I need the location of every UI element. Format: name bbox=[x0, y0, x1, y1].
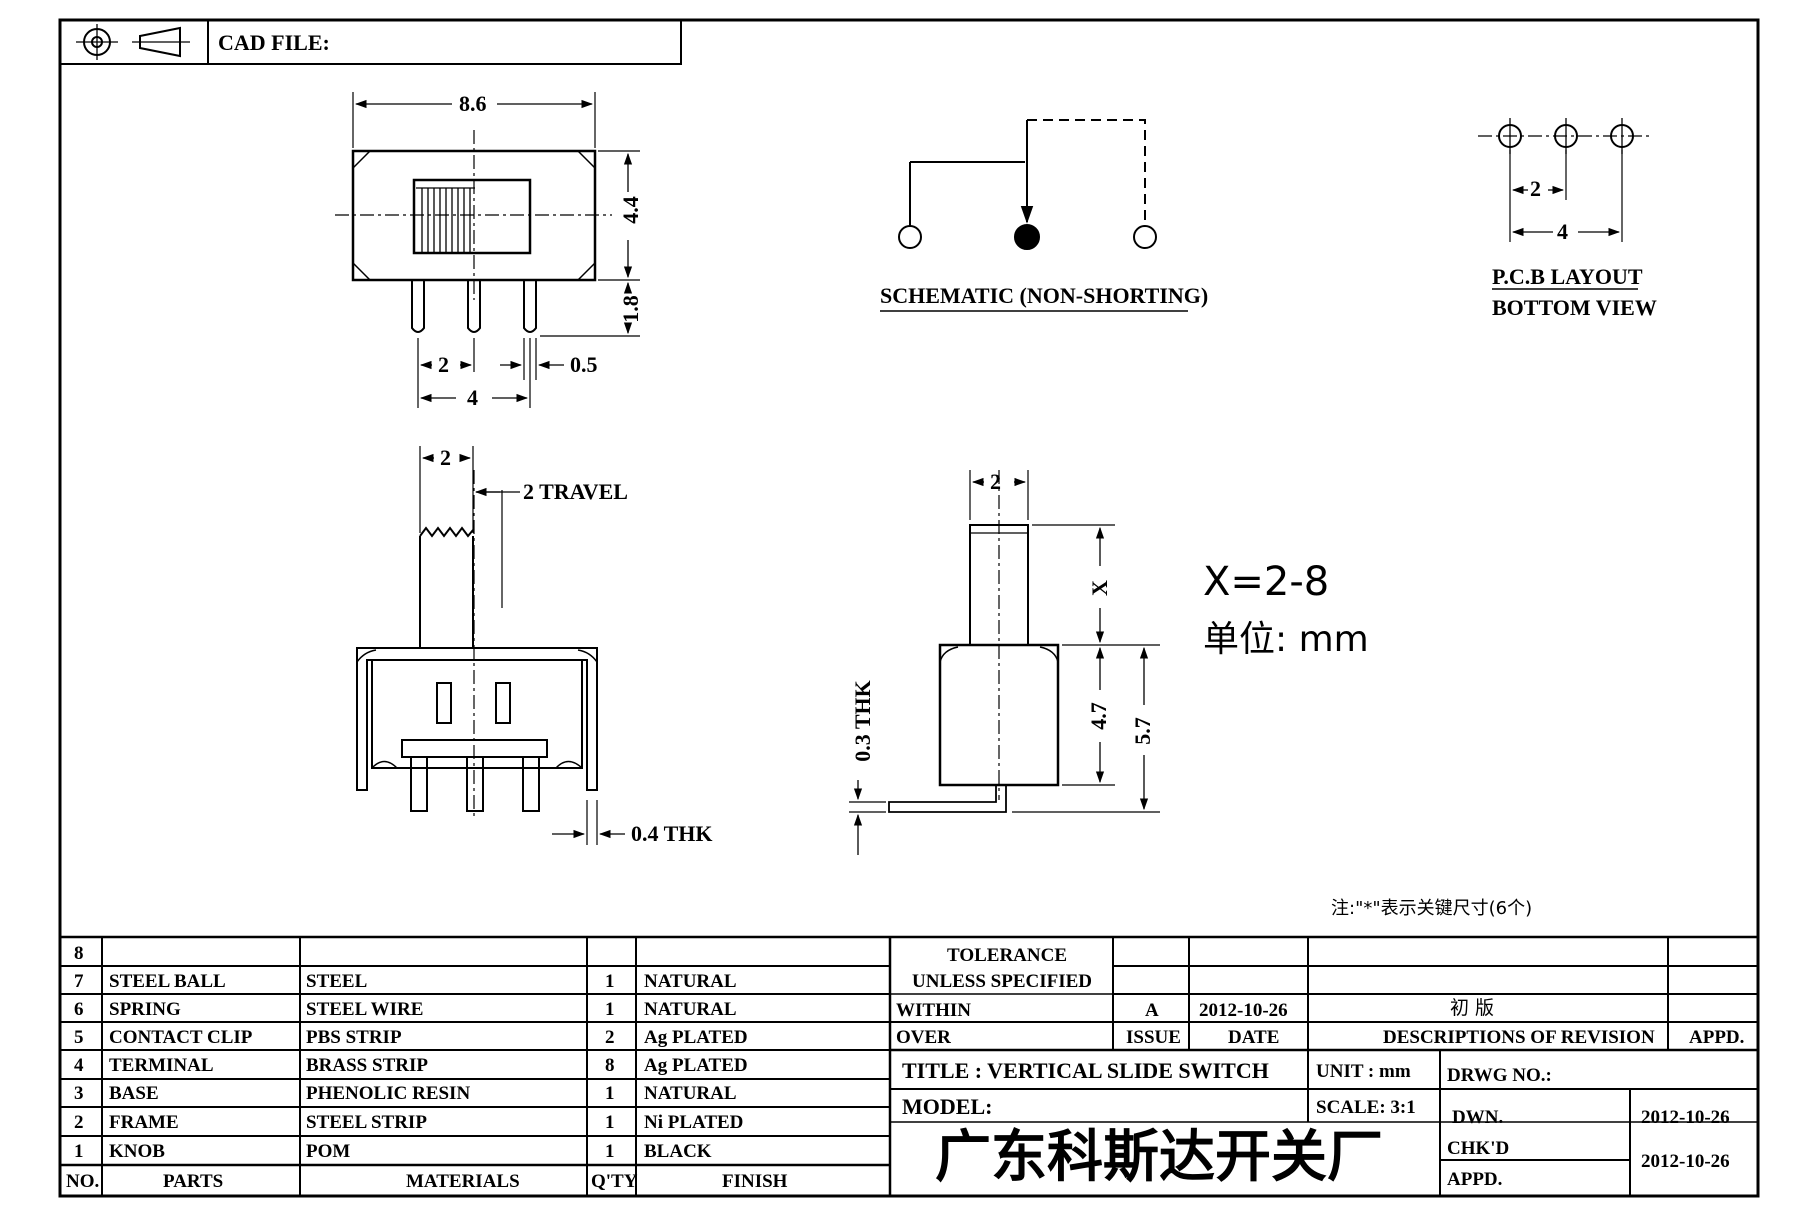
scale-label: SCALE: 3:1 bbox=[1316, 1097, 1416, 1118]
bom-qty: 8 bbox=[605, 1055, 615, 1076]
bom-table-grid bbox=[60, 935, 1758, 1196]
title-block-grid bbox=[890, 937, 1758, 1196]
end-knob-dim: 2 bbox=[990, 469, 1001, 494]
bom-header-qty: Q'TY bbox=[591, 1171, 638, 1192]
company-name: 广东科斯达开关厂 bbox=[935, 1125, 1383, 1190]
unless-specified-label: UNLESS SPECIFIED bbox=[912, 971, 1093, 992]
bom-part: FRAME bbox=[109, 1112, 179, 1133]
bom-header-materials: MATERIALS bbox=[406, 1171, 520, 1192]
bom-part: CONTACT CLIP bbox=[109, 1027, 253, 1048]
front-pin-dim: 0.5 bbox=[570, 352, 598, 377]
bom-qty: 1 bbox=[605, 1112, 615, 1133]
schematic-diagram bbox=[880, 119, 1188, 312]
issue-label: ISSUE bbox=[1126, 1027, 1181, 1048]
bom-part: TERMINAL bbox=[109, 1055, 214, 1076]
end-body-dim: 4.7 bbox=[1085, 702, 1111, 730]
bom-finish: BLACK bbox=[644, 1141, 712, 1162]
unit-label: UNIT : mm bbox=[1316, 1061, 1411, 1082]
bom-qty: 1 bbox=[605, 999, 615, 1020]
within-label: WITHIN bbox=[896, 1000, 971, 1021]
bom-no: 7 bbox=[74, 971, 84, 992]
bom-qty: 1 bbox=[605, 971, 615, 992]
pcb-span-dim: 4 bbox=[1557, 219, 1568, 244]
pcb-pitch-dim: 2 bbox=[1530, 176, 1541, 201]
front-span-dim: 4 bbox=[467, 385, 478, 410]
bom-no: 6 bbox=[74, 999, 84, 1020]
appd-label: APPD. bbox=[1689, 1027, 1745, 1048]
schematic-label: SCHEMATIC (NON-SHORTING) bbox=[880, 283, 1209, 308]
bom-qty: 1 bbox=[605, 1141, 615, 1162]
bom-material: STEEL bbox=[306, 971, 368, 992]
bom-part: KNOB bbox=[109, 1141, 165, 1162]
rev-issue: A bbox=[1145, 1000, 1159, 1021]
bom-finish: Ni PLATED bbox=[644, 1112, 744, 1133]
bom-material: POM bbox=[306, 1141, 351, 1162]
bom-material: PHENOLIC RESIN bbox=[306, 1083, 471, 1104]
rev-date: 2012-10-26 bbox=[1199, 1000, 1288, 1021]
side-knob-dim: 2 bbox=[440, 445, 451, 470]
bom-material: STEEL WIRE bbox=[306, 999, 424, 1020]
bom-header-finish: FINISH bbox=[722, 1171, 788, 1192]
pcb-label: P.C.B LAYOUT bbox=[1492, 264, 1643, 289]
bom-part: STEEL BALL bbox=[109, 971, 226, 992]
bom-finish: NATURAL bbox=[644, 1083, 737, 1104]
tolerance-label: TOLERANCE bbox=[947, 945, 1068, 966]
bom-qty: 1 bbox=[605, 1083, 615, 1104]
bom-no: 1 bbox=[74, 1141, 84, 1162]
cad-file-label: CAD FILE: bbox=[218, 30, 330, 55]
unit-note: 单位: mm bbox=[1203, 619, 1369, 660]
end-total-dim: 5.7 bbox=[1129, 717, 1155, 745]
bom-finish: NATURAL bbox=[644, 999, 737, 1020]
approved-label: APPD. bbox=[1447, 1169, 1503, 1190]
bom-no: 8 bbox=[74, 943, 84, 964]
front-pitch-dim: 2 bbox=[438, 352, 449, 377]
travel-label: 2 TRAVEL bbox=[523, 479, 628, 504]
bom-finish: Ag PLATED bbox=[644, 1055, 748, 1076]
bom-material: PBS STRIP bbox=[306, 1027, 402, 1048]
bom-finish: NATURAL bbox=[644, 971, 737, 992]
end-view bbox=[849, 470, 1160, 855]
x-range-note: X=2-8 bbox=[1203, 559, 1330, 605]
side-view bbox=[356, 446, 625, 845]
projection-symbol-icon bbox=[76, 24, 190, 60]
date-label: DATE bbox=[1228, 1027, 1280, 1048]
end-x-dim: X bbox=[1086, 580, 1112, 596]
checked-date: 2012-10-26 bbox=[1641, 1151, 1730, 1172]
key-dim-note: 注:"*"表示关键尺寸(6个) bbox=[1331, 898, 1533, 919]
pcb-bottom-view-label: BOTTOM VIEW bbox=[1492, 295, 1657, 320]
sheet-border bbox=[58, 18, 1760, 1198]
checked-label: CHK'D bbox=[1447, 1138, 1510, 1159]
front-view bbox=[335, 92, 640, 408]
drawn-date: 2012-10-26 bbox=[1641, 1107, 1730, 1128]
bom-no: 2 bbox=[74, 1112, 84, 1133]
bom-no: 3 bbox=[74, 1083, 84, 1104]
front-height-dim: 4.4 bbox=[617, 196, 643, 224]
over-label: OVER bbox=[896, 1027, 951, 1048]
bom-part: SPRING bbox=[109, 999, 181, 1020]
drawing-title: TITLE : VERTICAL SLIDE SWITCH bbox=[902, 1058, 1269, 1083]
bom-qty: 2 bbox=[605, 1027, 615, 1048]
side-thk-label: 0.4 THK bbox=[631, 821, 713, 846]
bom-no: 5 bbox=[74, 1027, 84, 1048]
bom-header-parts: PARTS bbox=[163, 1171, 224, 1192]
model-label: MODEL: bbox=[902, 1094, 993, 1119]
bom-part: BASE bbox=[109, 1083, 159, 1104]
drawn-by-label: DWN. bbox=[1452, 1107, 1504, 1128]
pcb-layout-diagram bbox=[1478, 118, 1653, 290]
revision-desc-label: DESCRIPTIONS OF REVISION bbox=[1383, 1027, 1655, 1048]
bom-no: 4 bbox=[74, 1055, 84, 1076]
header-box bbox=[59, 19, 682, 65]
bom-material: BRASS STRIP bbox=[306, 1055, 428, 1076]
bom-finish: Ag PLATED bbox=[644, 1027, 748, 1048]
front-pin-len-dim: 1.8 bbox=[617, 295, 643, 323]
bom-material: STEEL STRIP bbox=[306, 1112, 427, 1133]
end-thk-label: 0.3 THK bbox=[849, 680, 875, 762]
front-width-dim: 8.6 bbox=[459, 91, 487, 116]
drawing-number-label: DRWG NO.: bbox=[1447, 1065, 1552, 1086]
rev-description: 初 版 bbox=[1450, 997, 1495, 1019]
bom-header-no: NO. bbox=[66, 1171, 100, 1192]
